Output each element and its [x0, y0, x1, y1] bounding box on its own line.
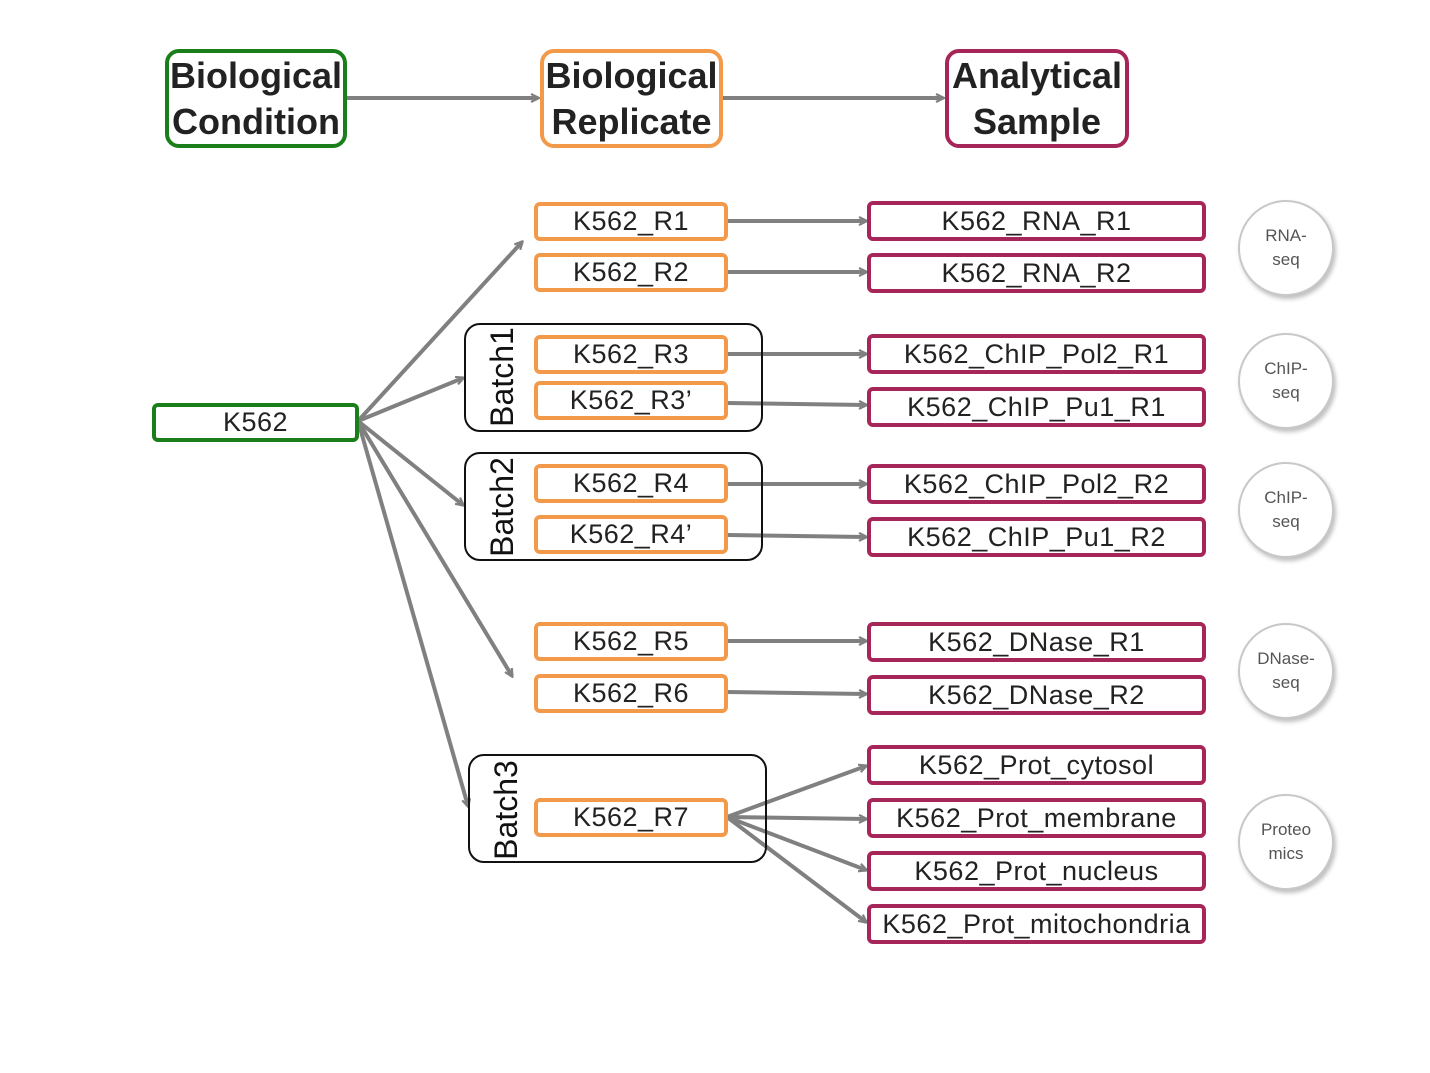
- replicate-node-r4-prime: K562_R4’: [534, 515, 728, 554]
- arrow-k562-to-r5r6: [356, 419, 512, 676]
- replicate-node-r2: K562_R2: [534, 253, 728, 292]
- header-sample-line1: Analytical: [951, 54, 1123, 96]
- batch3-label: Batch3: [488, 760, 524, 860]
- batch1-group: [464, 323, 763, 432]
- assay-circle-dnase-seq: DNase- seq: [1238, 623, 1334, 719]
- batch1-label: Batch1: [484, 327, 520, 427]
- arrow-k562-to-batch3: [356, 420, 468, 806]
- header-replicate-line1: Biological: [545, 54, 718, 96]
- condition-node-k562: K562: [152, 403, 359, 442]
- replicate-node-r3-prime: K562_R3’: [534, 381, 728, 420]
- header-analytical-sample: Analytical Sample: [945, 49, 1129, 148]
- sample-node-chip-pu1-r1: K562_ChIP_Pu1_R1: [867, 387, 1206, 427]
- replicate-node-r4: K562_R4: [534, 464, 728, 503]
- sample-node-prot-mitochondria: K562_Prot_mitochondria: [867, 904, 1206, 944]
- batch2-group: [464, 452, 763, 561]
- replicate-node-r1: K562_R1: [534, 202, 728, 241]
- sample-node-chip-pol2-r1: K562_ChIP_Pol2_R1: [867, 334, 1206, 374]
- replicate-node-r3: K562_R3: [534, 335, 728, 374]
- sample-node-prot-membrane: K562_Prot_membrane: [867, 798, 1206, 838]
- batch2-label: Batch2: [484, 457, 520, 557]
- header-condition-line2: Condition: [172, 100, 340, 142]
- arrow-r7-to-prot-membrane: [726, 817, 866, 819]
- sample-node-prot-nucleus: K562_Prot_nucleus: [867, 851, 1206, 891]
- sample-node-dnase-r2: K562_DNase_R2: [867, 675, 1206, 715]
- arrow-k562-to-r1r2: [356, 242, 522, 423]
- sample-node-rna-r2: K562_RNA_R2: [867, 253, 1206, 293]
- batch3-group: [468, 754, 767, 863]
- assay-circle-rna-seq: RNA- seq: [1238, 200, 1334, 296]
- sample-node-chip-pol2-r2: K562_ChIP_Pol2_R2: [867, 464, 1206, 504]
- header-biological-replicate: Biological Replicate: [540, 49, 723, 148]
- replicate-node-r6: K562_R6: [534, 674, 728, 713]
- assay-circle-chip-seq-2: ChIP- seq: [1238, 462, 1334, 558]
- arrow-k562-to-batch2: [356, 419, 463, 505]
- arrow-r6-to-dnase-r2: [726, 692, 866, 694]
- header-replicate-line2: Replicate: [551, 100, 712, 142]
- sample-node-chip-pu1-r2: K562_ChIP_Pu1_R2: [867, 517, 1206, 557]
- replicate-node-r7: K562_R7: [534, 798, 728, 837]
- assay-circle-chip-seq-1: ChIP- seq: [1238, 333, 1334, 429]
- header-sample-line2: Sample: [972, 100, 1102, 142]
- assay-circle-proteomics: Proteo mics: [1238, 794, 1334, 890]
- replicate-node-r5: K562_R5: [534, 622, 728, 661]
- arrow-r4p-to-chip-pu1-r2: [726, 535, 866, 537]
- arrow-r3p-to-chip-pu1-r1: [726, 403, 866, 405]
- arrow-r7-to-prot-mito: [725, 815, 866, 922]
- header-biological-condition: Biological Condition: [165, 49, 347, 148]
- sample-node-prot-cytosol: K562_Prot_cytosol: [867, 745, 1206, 785]
- arrow-k562-to-batch1: [357, 378, 463, 423]
- arrow-r7-to-prot-nucleus: [726, 815, 866, 870]
- sample-node-rna-r1: K562_RNA_R1: [867, 201, 1206, 241]
- arrow-r7-to-prot-cytosol: [726, 766, 866, 819]
- header-condition-line1: Biological: [169, 54, 343, 96]
- sample-node-dnase-r1: K562_DNase_R1: [867, 622, 1206, 662]
